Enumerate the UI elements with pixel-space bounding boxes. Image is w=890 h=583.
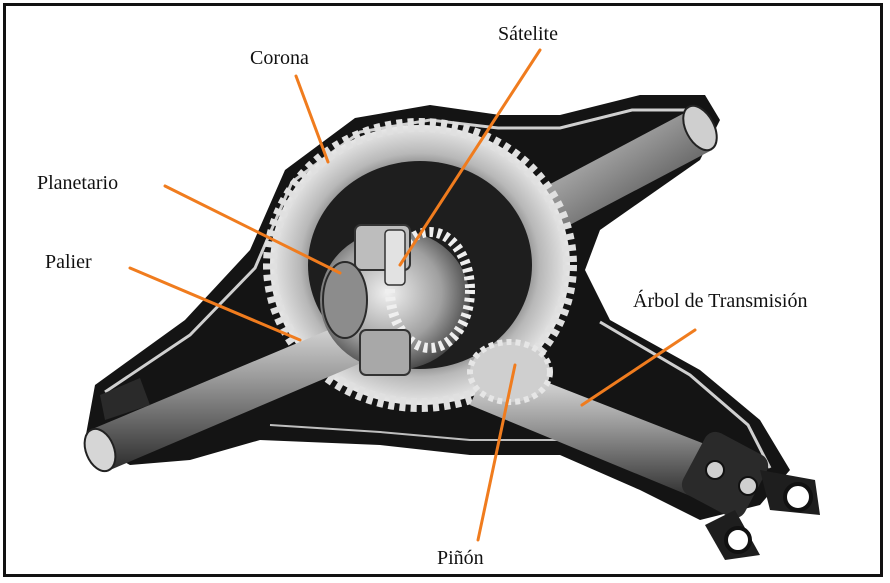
label-satelite: Sátelite <box>498 24 558 44</box>
label-arbol-de-transmision: Árbol de Transmisión <box>633 291 807 311</box>
label-palier: Palier <box>45 252 92 272</box>
leader-line-corona <box>296 76 328 162</box>
label-planetario: Planetario <box>37 173 118 193</box>
label-pinon: Piñón <box>437 548 484 568</box>
label-corona: Corona <box>250 48 309 68</box>
